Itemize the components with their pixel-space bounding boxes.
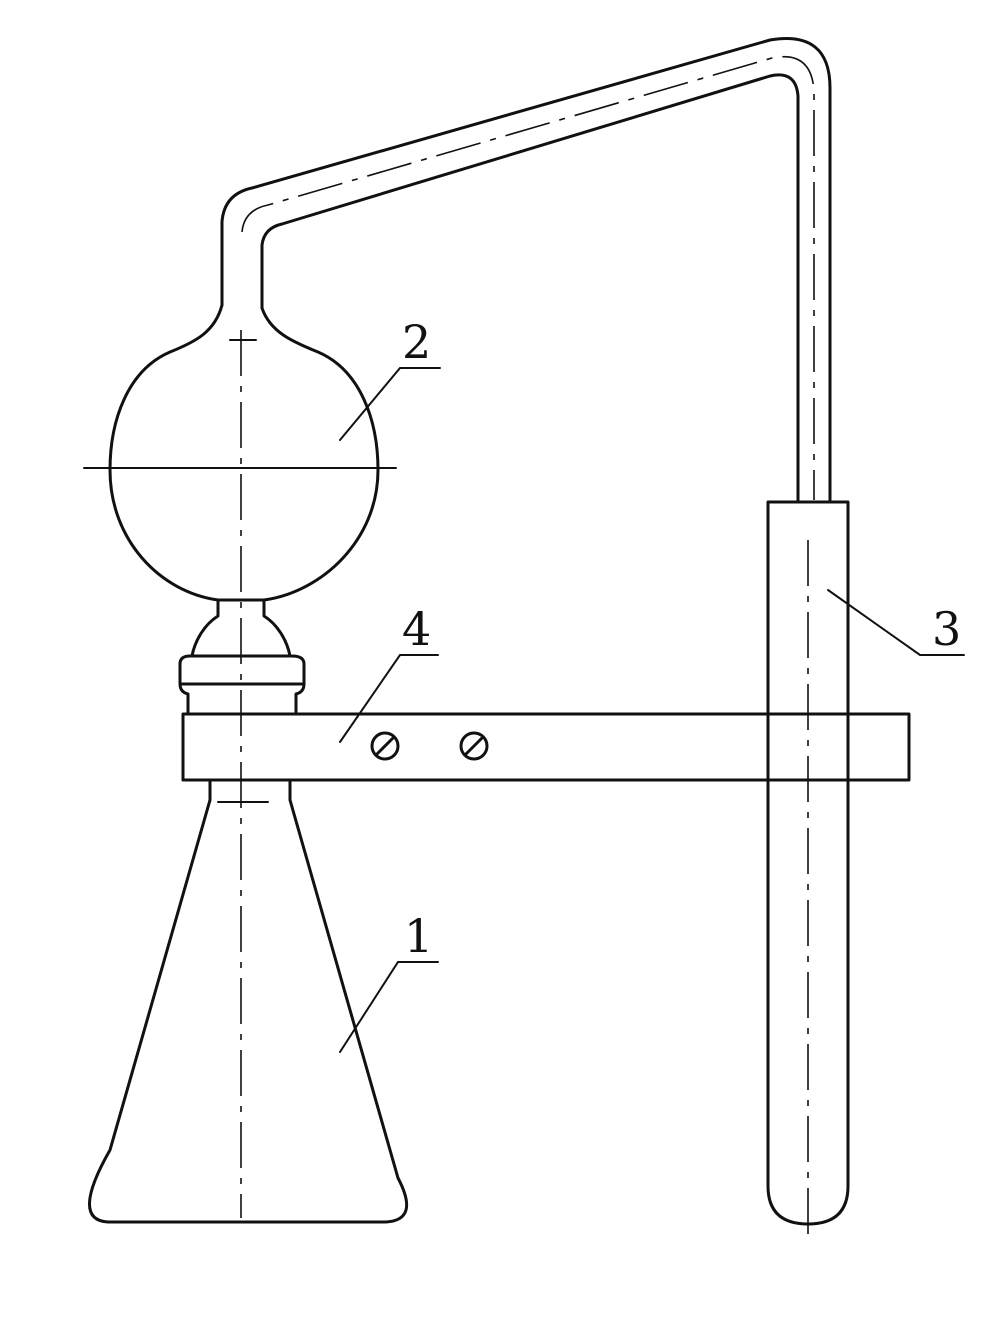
delivery-tube-inner xyxy=(260,73,800,502)
leader-1 xyxy=(339,961,439,1053)
label-4: 4 xyxy=(402,602,431,656)
label-2: 2 xyxy=(402,315,431,369)
clamp-bar xyxy=(181,712,911,782)
clamp-screw-1 xyxy=(370,731,400,761)
leader-2 xyxy=(339,367,441,441)
delivery-tube-outer xyxy=(220,37,832,502)
leader-3 xyxy=(827,589,965,656)
bulb-neck xyxy=(190,598,292,658)
label-1: 1 xyxy=(404,909,433,963)
delivery-tube-centerline xyxy=(241,56,815,500)
clamp-screw-2 xyxy=(459,731,489,761)
leader-4 xyxy=(339,654,439,743)
label-3: 3 xyxy=(932,602,961,656)
bulb-outline xyxy=(108,303,380,602)
flask-outline xyxy=(88,778,408,1224)
ground-joint xyxy=(178,654,306,714)
